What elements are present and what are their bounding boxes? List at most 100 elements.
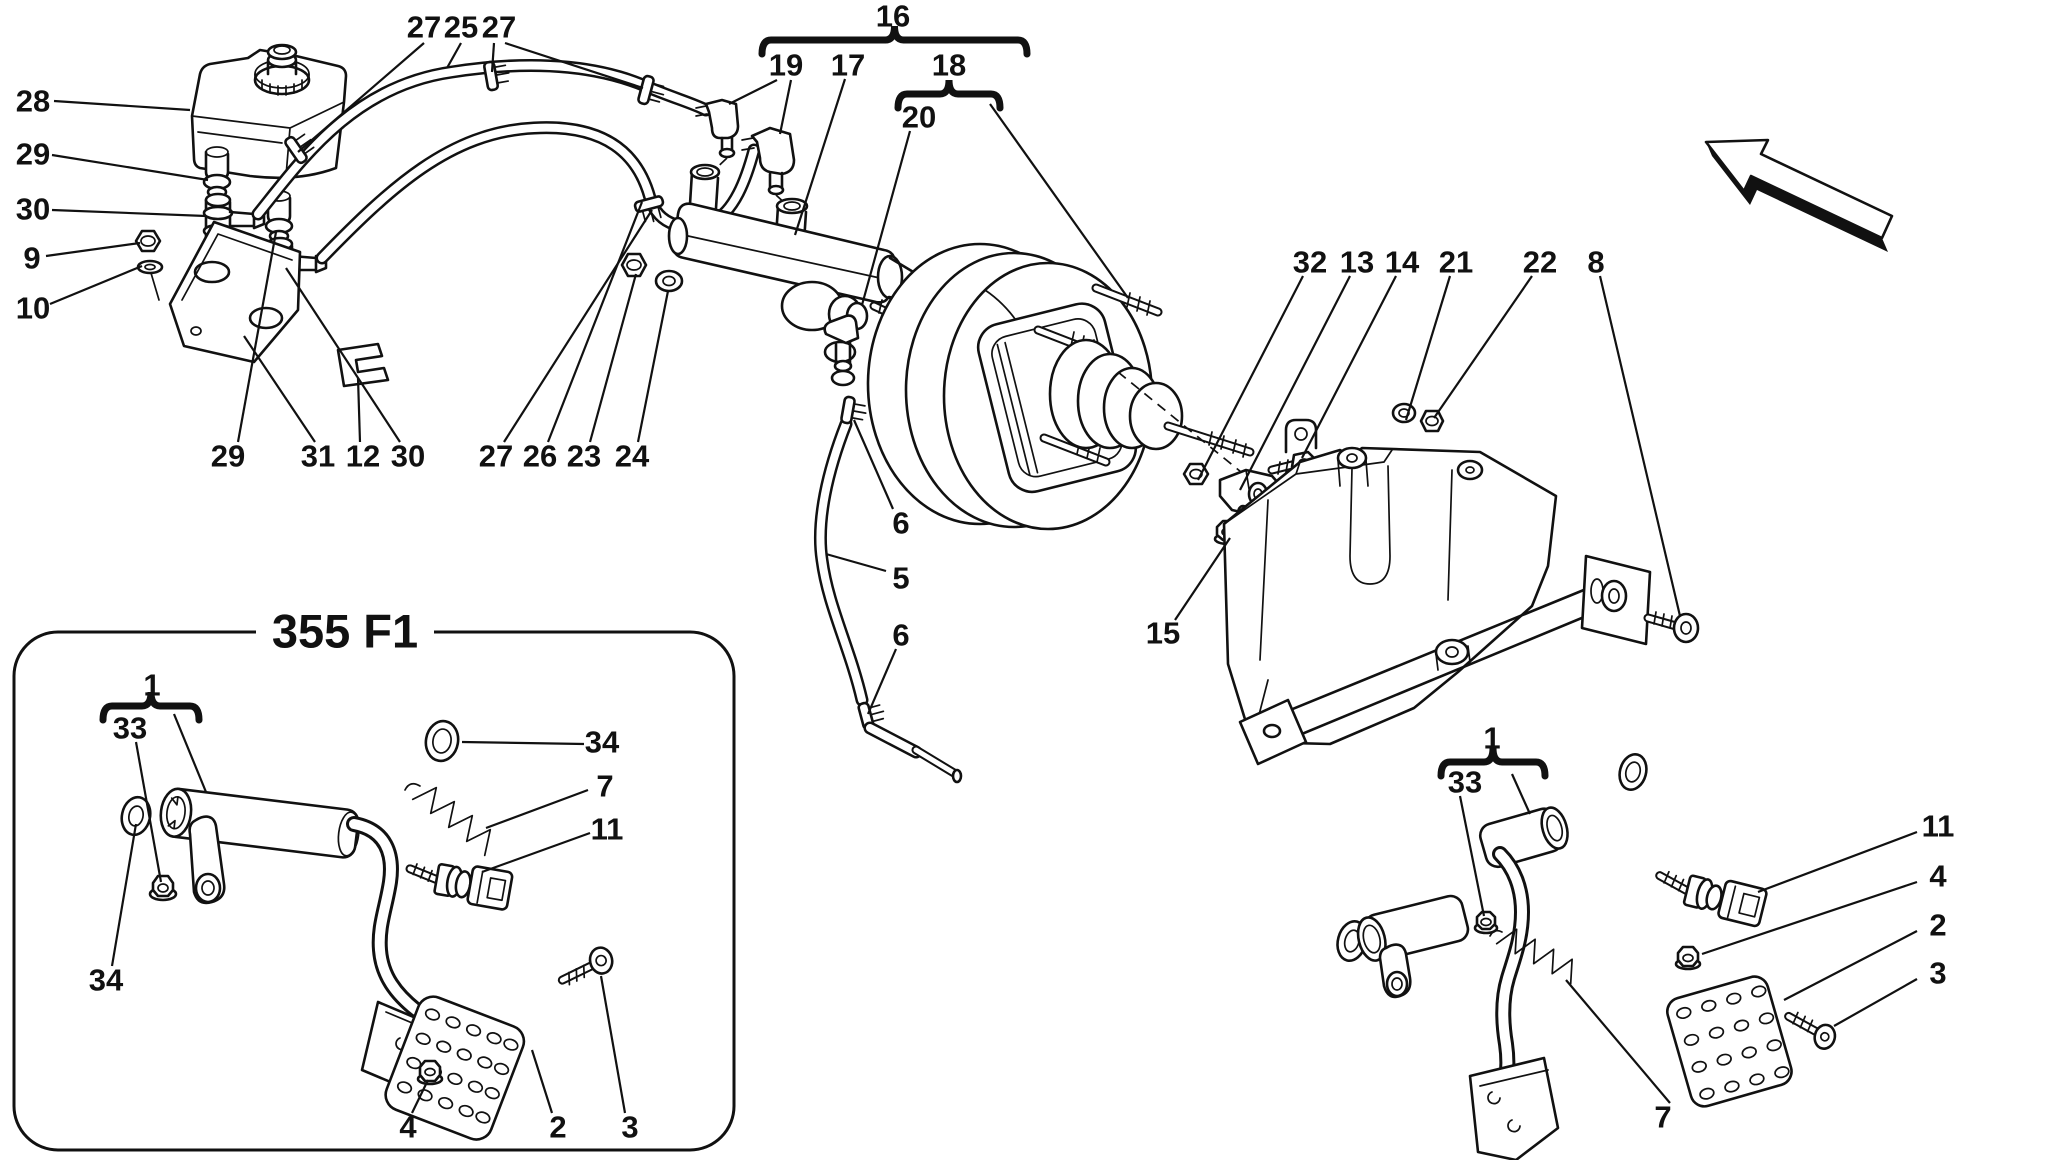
leader-line-6 [866,648,898,715]
part-label-9: 9 [23,241,40,276]
pedal-pivot-tube [1478,806,1569,869]
hose-clamp [482,60,510,92]
leader-line-1 [172,713,208,793]
part-label-29: 29 [211,439,245,474]
leader-line-28 [53,99,191,112]
part-label-25: 25 [444,10,478,45]
booster-washer [1391,402,1417,424]
part-label-29: 29 [16,137,50,172]
part-label-4: 4 [399,1110,417,1145]
leader-line-10 [49,264,143,306]
leader-line-4 [1701,880,1918,956]
part-label-16: 16 [876,0,910,34]
leader-line-23 [588,273,638,443]
leader-line-7 [485,788,589,830]
elbow-fitting [741,126,796,209]
leader-line-29 [236,231,278,443]
leader-line-25 [446,42,462,69]
brake-light-switch [405,863,514,911]
leader-line-7 [1565,979,1671,1104]
part-label-17: 17 [831,48,865,83]
leader-line-1 [1510,773,1532,815]
brake-light-switch [1655,870,1768,928]
leader-line-24 [636,290,670,443]
part-label-24: 24 [615,439,650,474]
leader-line-33 [1458,795,1486,917]
part-label-23: 23 [567,439,601,474]
part-label-7: 7 [596,769,613,804]
part-label-34: 34 [89,963,124,998]
part-label-30: 30 [16,192,50,227]
leader-line-11 [1757,830,1918,894]
vacuum-hose [813,417,869,707]
elbow-fitting [695,98,740,179]
part-label-12: 12 [346,439,380,474]
pivot-tube [159,787,360,859]
retainer-clip [336,342,390,388]
leader-line-34 [110,823,138,967]
pushrod-locknut [1182,462,1210,486]
leader-line-20 [860,130,912,306]
pedal-pad [1666,975,1793,1108]
leader-line-12 [356,377,362,443]
part-label-4: 4 [1929,859,1947,894]
part-label-27: 27 [482,10,516,45]
booster-pushrod [1163,421,1255,458]
part-label-6: 6 [892,506,909,541]
leader-line-30 [285,267,401,443]
leader-lines-layer [45,41,1918,1114]
leader-line-27 [297,42,425,153]
leader-line-19 [728,79,778,105]
part-label-5: 5 [892,561,909,596]
hose-clamp [637,74,665,106]
leader-line-8 [1598,275,1682,617]
part-label-33: 33 [1448,765,1482,800]
leader-line-3 [599,975,627,1114]
part-label-13: 13 [1340,245,1374,280]
part-label-15: 15 [1146,616,1180,651]
leader-line-34 [461,740,585,746]
part-label-1: 1 [143,668,160,703]
part-label-14: 14 [1385,245,1420,280]
hose-clamp [633,195,665,223]
part-label-20: 20 [902,100,936,135]
leader-line-27 [503,209,653,443]
part-label-6: 6 [892,618,909,653]
right-pedal-assembly [1336,752,1837,1160]
pivot-seal [1618,752,1648,792]
hose-end-connector [863,721,963,784]
leader-line-2 [530,1049,554,1114]
part-label-21: 21 [1439,245,1473,280]
leader-line-5 [825,552,887,573]
part-label-10: 10 [16,291,50,326]
leader-line-6 [852,419,895,510]
booster-boot [1048,338,1184,451]
leader-line-26 [546,201,644,443]
part-label-30: 30 [391,439,425,474]
check-valve [823,314,860,387]
part-label-3: 3 [621,1110,638,1145]
bracket-1 [99,691,203,724]
brake-booster [866,242,1255,531]
leader-line-27 [504,41,644,90]
pad-bolt [557,946,614,986]
pivot-nut [148,874,178,902]
shield-bolt [1643,611,1700,644]
cylinder-mount-nut-washer [620,252,684,293]
part-label-8: 8 [1587,245,1604,280]
f1-variant-box [12,606,736,1152]
bracket-18 [894,79,1004,112]
part-label-7: 7 [1654,1100,1671,1135]
part-label-11: 11 [591,812,624,847]
part-label-27: 27 [479,439,513,474]
leader-line-17 [793,78,847,236]
group-brackets-layer [99,25,1549,780]
leader-line-4 [411,1079,429,1114]
leader-line-11 [481,831,591,874]
booster-nut [1419,409,1445,433]
hose-clamp [840,395,867,425]
leader-line-18 [989,103,1129,299]
